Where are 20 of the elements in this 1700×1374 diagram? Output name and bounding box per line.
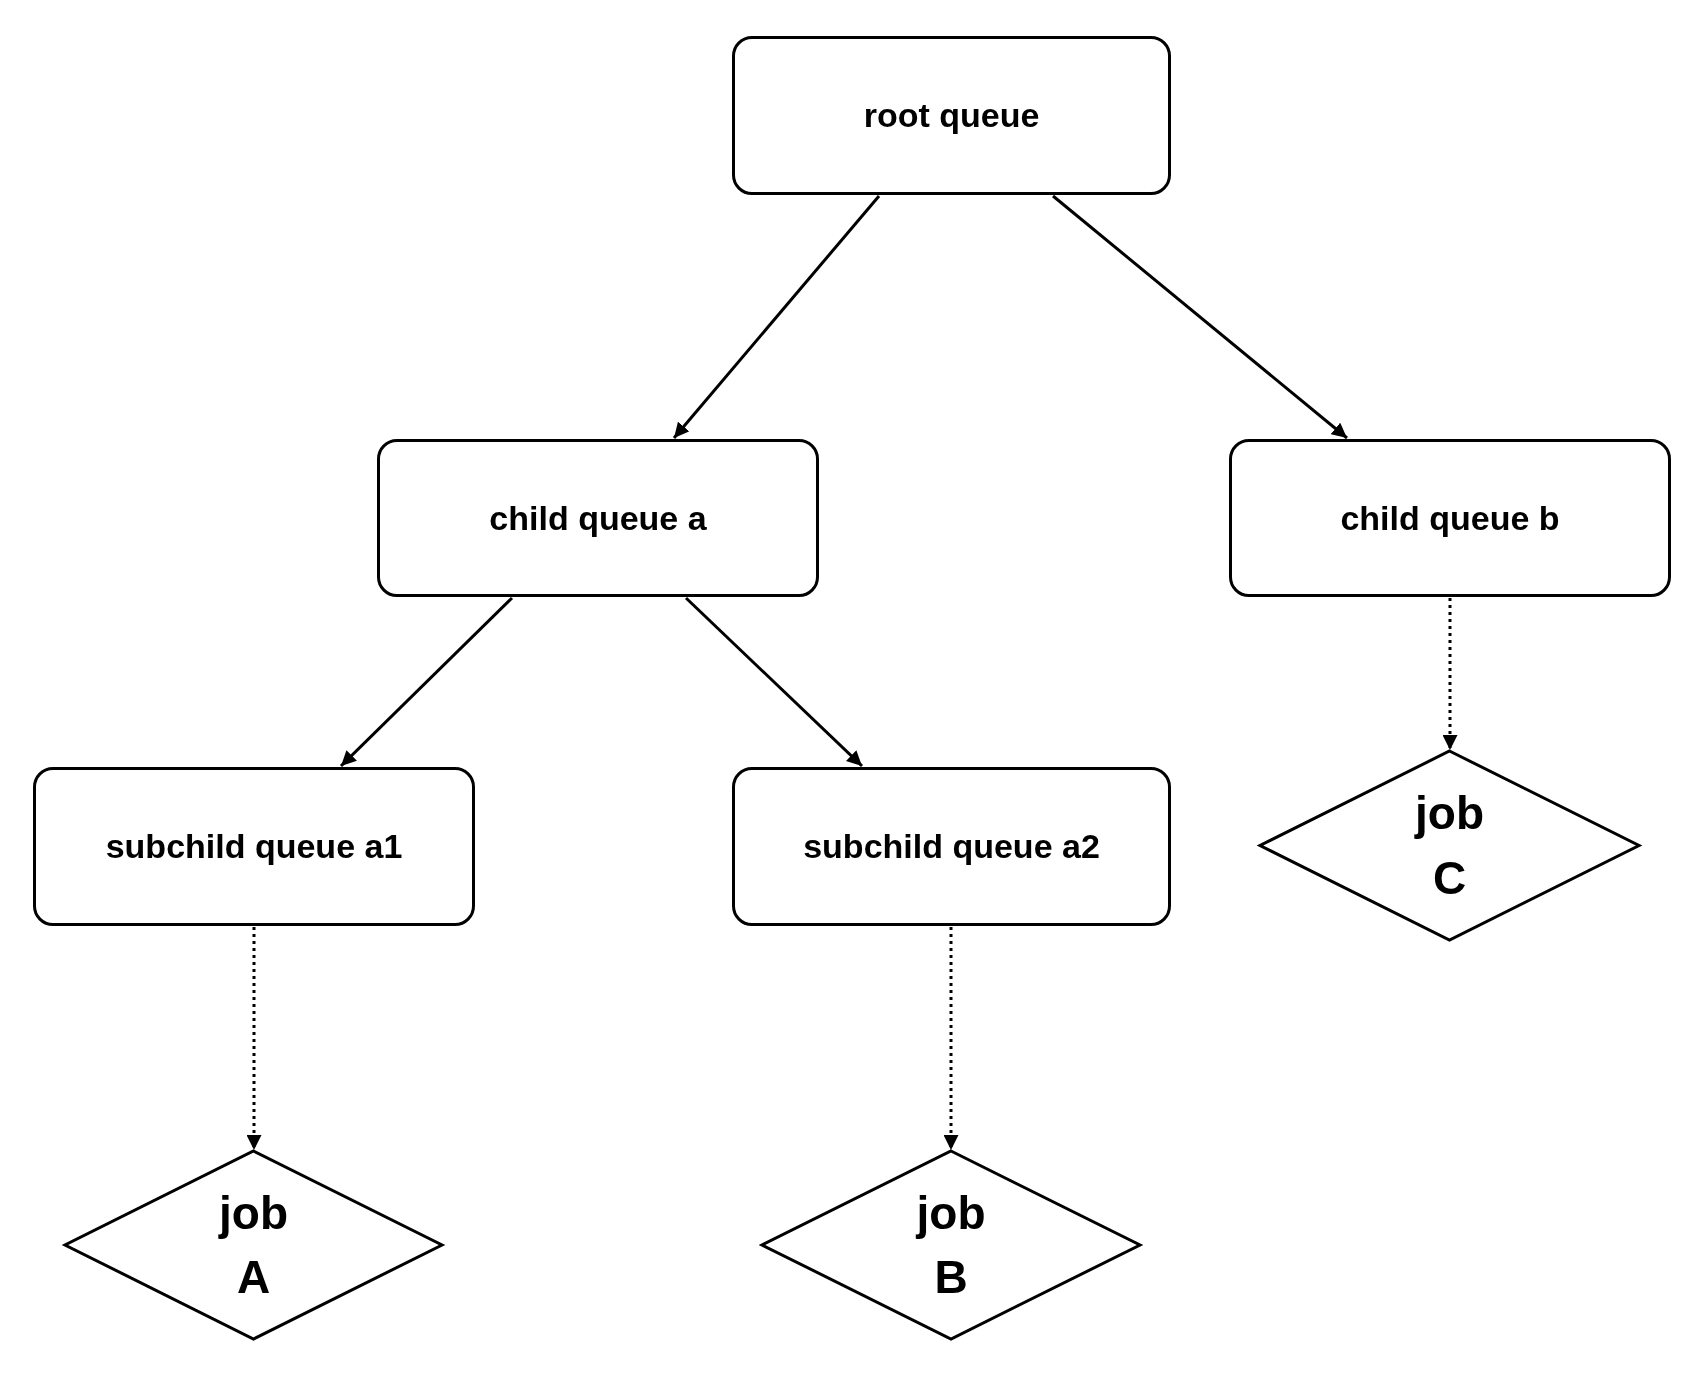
queue-box: [732, 767, 1171, 926]
arrow: [684, 596, 864, 768]
node-label: root queue: [863, 96, 1040, 135]
node-label: subchild queue a2: [803, 827, 1100, 866]
arrow: [1052, 194, 1348, 440]
node-label: subchild queue a1: [105, 827, 403, 866]
queue-box: [732, 36, 1171, 195]
node-label: child queue b: [1340, 498, 1560, 538]
arrow: [339, 596, 514, 768]
queue-box: [1229, 439, 1671, 597]
node-label: job A: [217, 1185, 289, 1305]
node-label: child queue a: [489, 498, 707, 538]
arrow: [1442, 598, 1458, 750]
arrow: [246, 927, 262, 1150]
node-label: job B: [914, 1185, 987, 1305]
queue-box: [33, 767, 475, 926]
queue-box: [377, 439, 819, 597]
arrow: [943, 927, 959, 1150]
arrow: [672, 195, 881, 439]
node-label: job C: [1413, 786, 1485, 906]
